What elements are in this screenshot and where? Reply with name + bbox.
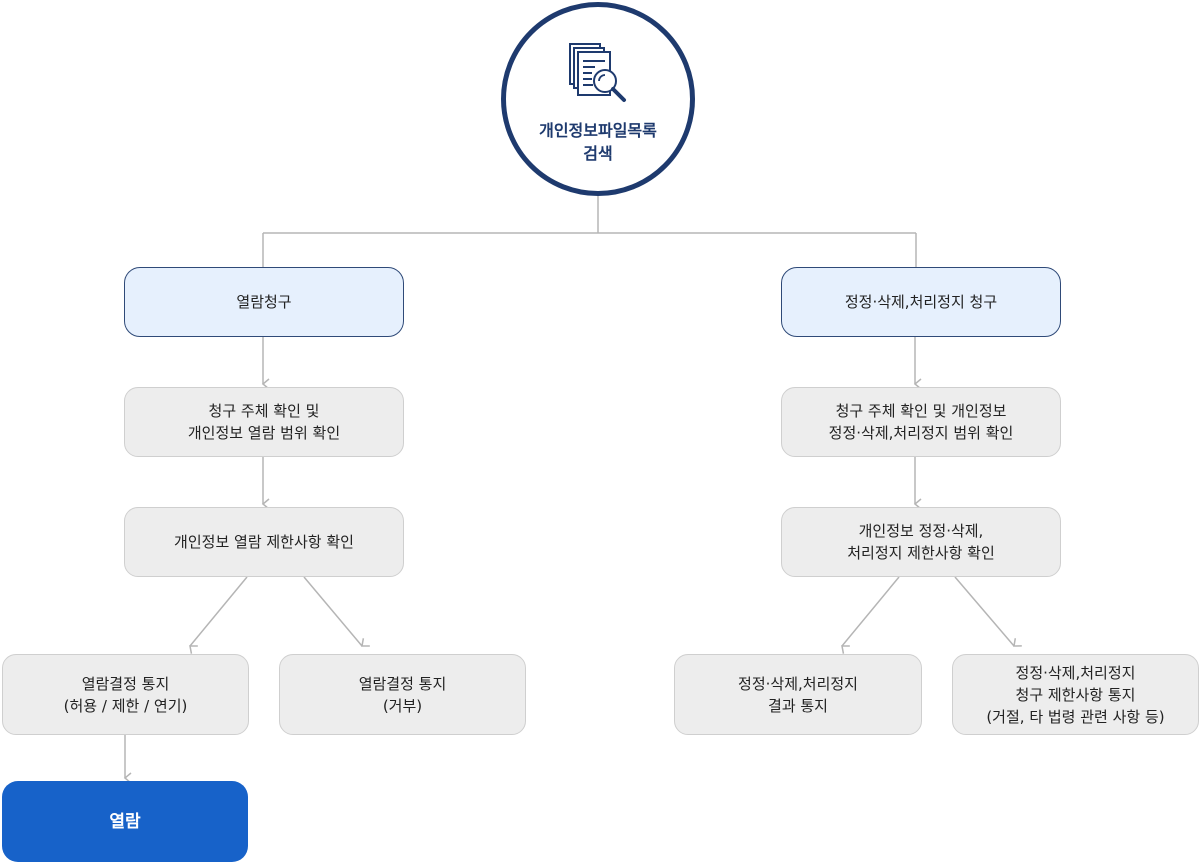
start-node: 개인정보파일목록 검색: [501, 2, 695, 196]
document-search-icon: [569, 43, 626, 102]
left-final-box: 열람: [2, 781, 248, 862]
left-check-restrictions-box: 개인정보 열람 제한사항 확인: [124, 507, 404, 577]
left-decision-refuse-box: 열람결정 통지 (거부): [279, 654, 526, 735]
arrow-left-restrictions-to-allow: [189, 576, 248, 654]
right-check-subject-box: 청구 주체 확인 및 개인정보 정정·삭제,처리정지 범위 확인: [781, 387, 1061, 457]
right-request-box: 정정·삭제,처리정지 청구: [781, 267, 1061, 337]
left-check-subject-box: 청구 주체 확인 및 개인정보 열람 범위 확인: [124, 387, 404, 457]
start-label: 개인정보파일목록 검색: [539, 121, 657, 163]
arrow-left-restrictions-to-refuse: [303, 576, 370, 647]
right-check-restrictions-box: 개인정보 정정·삭제, 처리정지 제한사항 확인: [781, 507, 1061, 577]
left-request-box: 열람청구: [124, 267, 404, 337]
left-decision-allow-box: 열람결정 통지 (허용 / 제한 / 연기): [2, 654, 249, 735]
connector-start-split: [262, 196, 917, 268]
right-result-notice-box: 정정·삭제,처리정지 결과 통지: [674, 654, 922, 735]
arrow-right-restrictions-to-limit: [954, 576, 1022, 647]
right-restriction-notice-box: 정정·삭제,처리정지 청구 제한사항 통지 (거절, 타 법령 관련 사항 등): [952, 654, 1199, 735]
arrow-right-restrictions-to-result: [841, 576, 900, 654]
